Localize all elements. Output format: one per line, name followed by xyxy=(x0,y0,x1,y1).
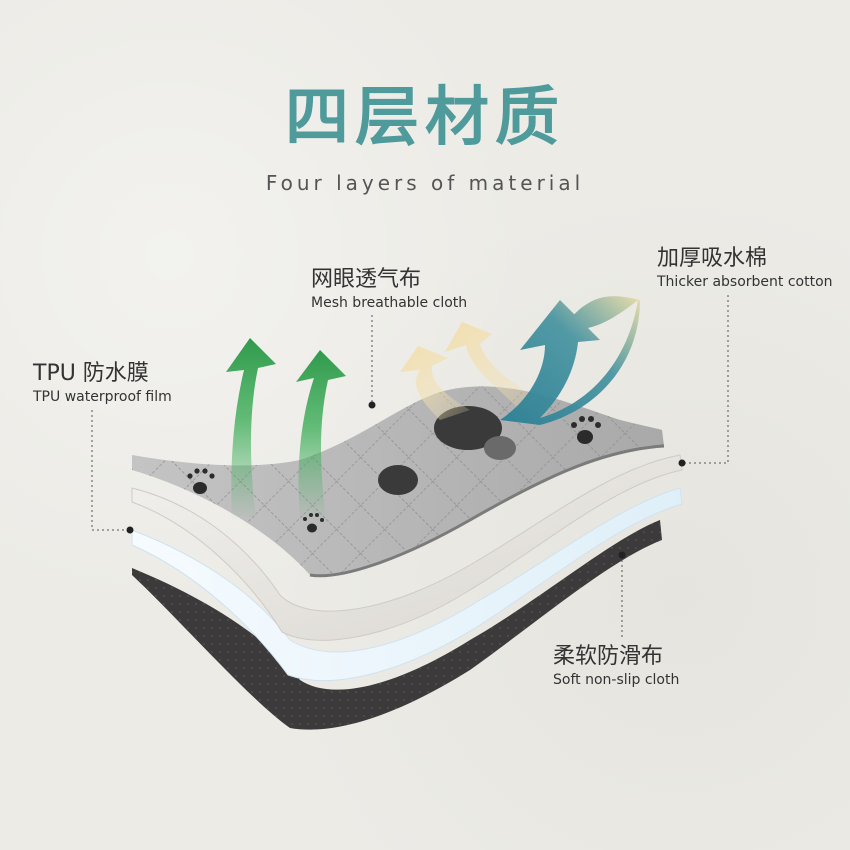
label-nonslip-cloth-cn: 柔软防滑布 xyxy=(553,644,664,669)
label-nonslip-cloth: 柔软防滑布 Soft non-slip cloth xyxy=(553,643,679,689)
paw-print-icon xyxy=(571,416,601,444)
label-absorbent-cotton-cn: 加厚吸水棉 xyxy=(657,246,768,271)
label-tpu-film-cn: TPU 防水膜 xyxy=(33,361,149,386)
leader-lines xyxy=(91,295,729,640)
label-mesh-cloth-en: Mesh breathable cloth xyxy=(311,295,468,311)
paw-print-icon xyxy=(187,468,215,494)
cotton-layer xyxy=(131,454,683,641)
page-subtitle: Four layers of material xyxy=(265,171,585,195)
moisture-arrow-icon xyxy=(500,296,640,425)
label-mesh-cloth: 网眼透气布 Mesh breathable cloth xyxy=(311,266,467,312)
label-absorbent-cotton-en: Thicker absorbent cotton xyxy=(657,274,833,290)
breathable-arrow-icon xyxy=(226,338,346,520)
label-mesh-cloth-cn: 网眼透气布 xyxy=(311,267,422,292)
tpu-film-layer xyxy=(131,487,683,682)
label-tpu-film-en: TPU waterproof film xyxy=(33,389,172,405)
label-tpu-film: TPU 防水膜 TPU waterproof film xyxy=(33,360,172,406)
page-title: 四层材质 xyxy=(285,81,565,155)
label-nonslip-cloth-en: Soft non-slip cloth xyxy=(553,672,680,688)
absorb-arrow-icon xyxy=(400,322,540,420)
dog-head-icon xyxy=(378,406,516,495)
label-absorbent-cotton: 加厚吸水棉 Thicker absorbent cotton xyxy=(657,245,833,291)
